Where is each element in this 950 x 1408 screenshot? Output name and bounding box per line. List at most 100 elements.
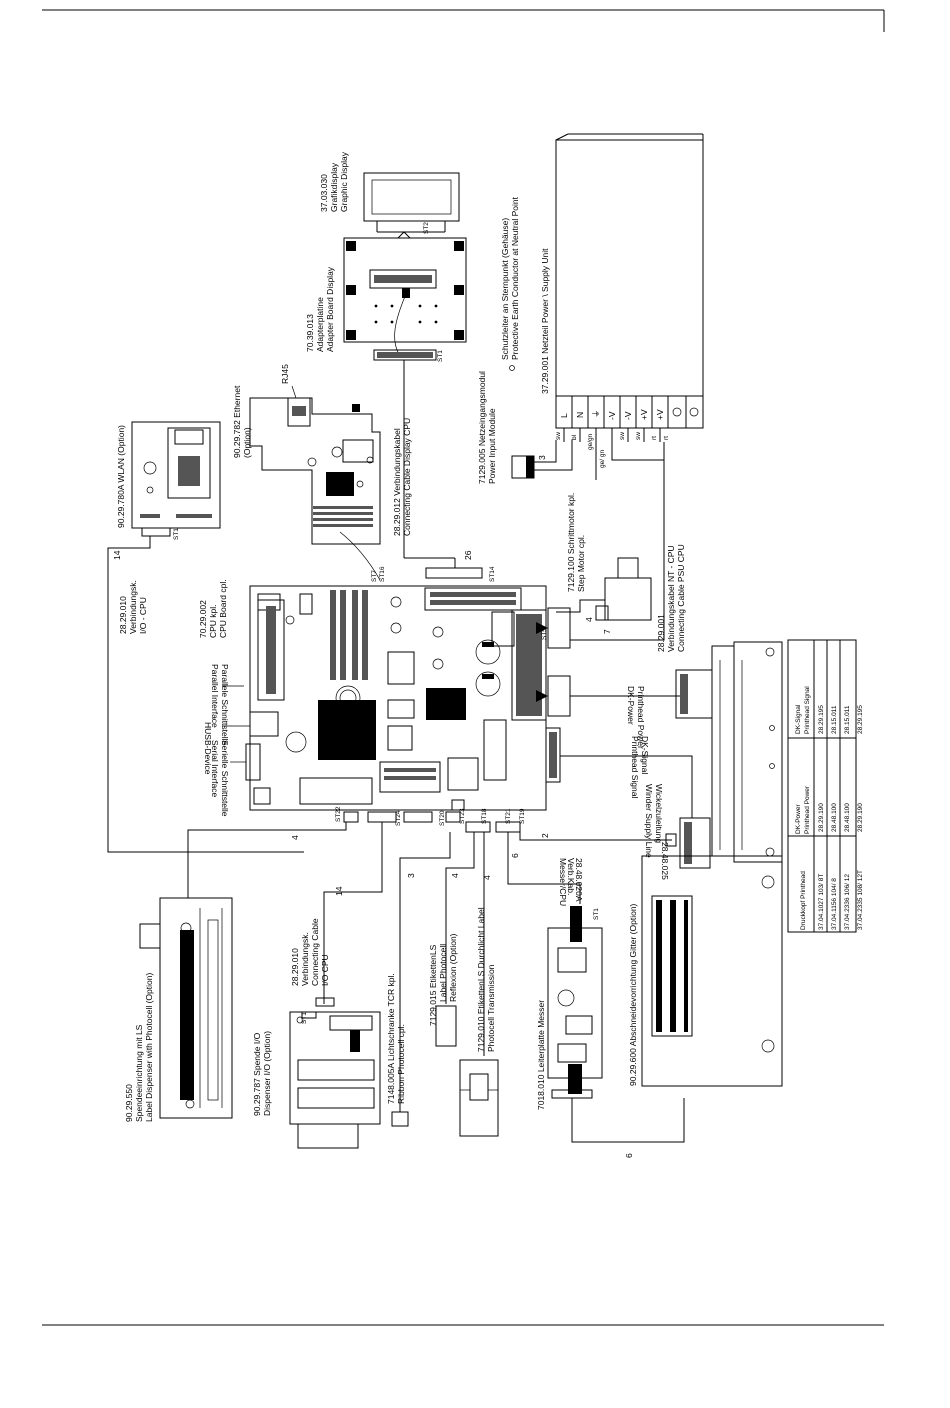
ge-gn-label: ge/ gn	[599, 450, 606, 468]
cable-display-count: 26	[463, 550, 473, 560]
psu-terminal-pe: ⏚	[591, 409, 601, 418]
svg-text:ge/gn: ge/gn	[587, 433, 594, 450]
dispenser-en: Label Dispenser with Photocell (Option)	[144, 973, 154, 1122]
svg-text:ST19: ST19	[519, 808, 526, 824]
cutter-label: 90.29.600 Abschneidevorrichtung Gitter (…	[628, 903, 638, 1086]
ribbon-en: Ribbon Photocell cpl.	[396, 1024, 406, 1104]
cutter-cable-part: 28.48.020A	[574, 858, 584, 902]
wlan-label: 90.29.780A WLAN (Option)	[116, 425, 126, 528]
reflexion-en: Label Photocell	[438, 944, 448, 1002]
cutter-board-cable	[571, 1098, 685, 1143]
earth-label-de: Schutzleiter an Sternpunkt (Gehäuse)	[500, 218, 510, 360]
dispenser-part: 90.29.550	[124, 1084, 134, 1122]
step-motor-count: 4	[584, 617, 594, 622]
reflexion-count: 4	[450, 873, 460, 878]
cable-psu-label: 28.29.001	[656, 614, 666, 652]
winder-count: 2	[540, 833, 550, 838]
cpu-bottom-connectors	[343, 799, 521, 833]
cutter-cable-count: 6	[510, 853, 520, 858]
cpu-en: CPU Board cpl.	[218, 579, 228, 638]
transmission-sensor	[459, 1059, 499, 1137]
table-cell: 28.15.011	[831, 705, 838, 734]
transmission-count: 4	[482, 875, 492, 880]
cable-dispenser-en2: I/O CPU	[320, 954, 330, 986]
table-header-dk-signal: Printhead Signal	[804, 686, 811, 734]
power-input-label: 7129.005 Netzeingangsmodul	[477, 371, 487, 484]
svg-text:ST24: ST24	[395, 810, 402, 826]
wlan-st1: ST1	[173, 528, 180, 540]
wlan-board: ST1	[131, 421, 221, 540]
svg-text:ST14: ST14	[489, 566, 496, 582]
reflexion-sensor	[435, 1005, 457, 1047]
step-motor-en: Step Motor cpl.	[576, 535, 586, 592]
table-header-printhead: Druckkopf Printhead	[800, 871, 807, 930]
cutter-cable-en: Messer/CPU	[558, 858, 568, 906]
rj45-label: RJ45	[280, 364, 290, 384]
svg-text:sw: sw	[635, 432, 642, 440]
table-cell: 28.29.195	[857, 705, 864, 734]
cutter-device	[641, 855, 783, 1087]
dispenser-cable	[187, 822, 347, 898]
cutter-cable	[507, 832, 581, 904]
svg-text:ST23: ST23	[459, 808, 466, 824]
printhead-signal-cable	[560, 755, 693, 818]
ethernet-option: (Option)	[242, 427, 252, 458]
wlan-cable	[107, 536, 304, 853]
reflexion-cable	[445, 832, 475, 1004]
ribbon-count: 3	[406, 873, 416, 878]
usb-label: HUSB-Device	[203, 722, 213, 775]
winder-en: Winder Supply Line	[644, 784, 654, 858]
svg-text:ST7: ST7	[371, 570, 378, 582]
psu-terminal-n: N	[575, 412, 585, 418]
cable-io-label: 28.29.010	[118, 596, 128, 634]
printhead-signal-de: DK-Signal	[640, 736, 650, 774]
display-part: 37.03.030	[319, 174, 329, 212]
cable-dispenser-en: Connecting Cable	[310, 918, 320, 986]
table-cell: 28.29.195	[818, 705, 825, 734]
ribbon-cable	[399, 832, 451, 1112]
table-cell: 28.48.100	[831, 803, 838, 832]
table-cell: 28.15.011	[844, 705, 851, 734]
psu-terminal-plus-1: +V	[639, 409, 649, 420]
transmission-en: Photocell Transmission	[486, 964, 496, 1052]
psu-terminals: L N ⏚ -V -V +V +V	[559, 396, 699, 428]
cutter-board-st1: ST1	[593, 908, 600, 920]
svg-text:ST20: ST20	[439, 810, 446, 826]
earth-point-icon	[509, 365, 515, 371]
cable-psu-de: Verbindungskabel NT - CPU	[666, 545, 676, 652]
st1-adapter-label: ST1	[437, 350, 444, 362]
printhead-power-en: Printhead Power	[636, 686, 646, 749]
adapter-name-de: Adapterplatine	[315, 297, 325, 352]
psu-terminal-minus-1: -V	[607, 411, 617, 420]
serial-en: Serial Interface	[210, 740, 220, 797]
psu-terminal-l: L	[559, 413, 569, 418]
cpu-board	[245, 585, 548, 811]
psu-cable	[570, 442, 665, 641]
graphic-display: ST2	[363, 172, 460, 239]
reflexion-en2: Reflexion (Option)	[448, 933, 458, 1002]
cutter-board: ST1	[547, 906, 603, 1099]
psu-terminal-minus-2: -V	[623, 411, 633, 420]
st14-cable-connector	[425, 567, 483, 579]
cable-dispenser-de: Verbindungsk.	[300, 932, 310, 986]
cutter-count: 6	[624, 1153, 634, 1158]
cable-display-label: 28.29.012 Verbindungskabel	[392, 428, 402, 536]
cable-io-label-en: I/O - CPU	[138, 597, 148, 634]
serial-de: Serielle Schnittstelle	[220, 740, 230, 817]
power-input-wire-count: 3	[537, 455, 547, 460]
cable-dispenser-part: 28.29.010	[290, 948, 300, 986]
adapter-part: 70.39.013	[305, 314, 315, 352]
parallel-en: Parallel Interface	[210, 664, 220, 728]
power-supply	[555, 133, 704, 429]
table-cell: 37.04.2335 108/ 12T	[857, 870, 864, 930]
dispenser-io-cable	[323, 822, 383, 1004]
svg-text:ST22: ST22	[335, 806, 342, 822]
ethernet-board	[249, 397, 381, 545]
winder-cable	[519, 832, 672, 841]
winder-part: 28.48.025	[660, 842, 670, 880]
ethernet-label: 90.29.782 Ethernet	[232, 385, 242, 458]
cutter-board-label: 7018.010 Leiterplatte Messer	[536, 1000, 546, 1110]
winder-de: Wickelzuleitung	[654, 784, 664, 843]
printhead-signal-en: Printhead Signal	[630, 736, 640, 798]
printhead-power-de: DK-Power	[626, 686, 636, 725]
